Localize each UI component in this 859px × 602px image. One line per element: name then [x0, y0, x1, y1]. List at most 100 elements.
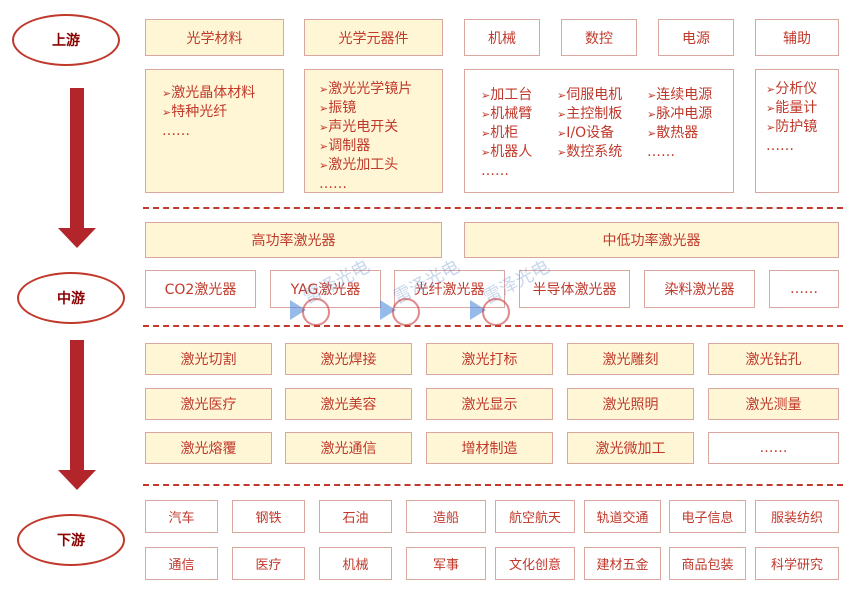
list-item: 机器人: [481, 143, 532, 162]
application-cell: 激光医疗: [145, 388, 272, 420]
laser-type-co2: CO2激光器: [145, 270, 256, 308]
laser-type-dye: 染料激光器: [644, 270, 755, 308]
application-label: 激光打标: [461, 352, 518, 368]
header-label: 数控: [585, 30, 613, 47]
laser-type-label: CO2激光器: [164, 282, 237, 298]
optical-components-list: 激光光学镜片 振镜 声光电开关 调制器 激光加工头 ……: [304, 69, 443, 193]
list-item: 连续电源: [647, 86, 712, 105]
list-more: ……: [481, 163, 509, 179]
power-class-label: 高功率激光器: [251, 233, 336, 249]
power-class-label: 中低功率激光器: [602, 233, 701, 249]
industry-label: 服装纺织: [770, 511, 823, 526]
application-cell: 激光测量: [708, 388, 839, 420]
list-item: I/O设备: [557, 124, 622, 143]
application-cell: ……: [708, 432, 839, 464]
laser-type-label: YAG激光器: [290, 282, 361, 298]
industry-cell: 轨道交通: [584, 500, 661, 533]
header-optical-components: 光学元器件: [304, 19, 443, 56]
application-label: 激光钻孔: [745, 352, 802, 368]
industry-cell: 军事: [406, 547, 486, 580]
list-more: ……: [162, 123, 190, 139]
industry-label: 文化创意: [508, 558, 561, 573]
list-item: 加工台: [481, 86, 532, 105]
industry-cell: 文化创意: [495, 547, 575, 580]
industry-cell: 钢铁: [232, 500, 305, 533]
power-column: 连续电源 脉冲电源 散热器 ……: [647, 86, 712, 161]
application-label: 激光显示: [461, 397, 518, 413]
mech-column: 加工台 机械臂 机柜 机器人 ……: [481, 86, 532, 180]
header-label: 光学元器件: [338, 30, 409, 47]
list-more: ……: [647, 144, 675, 160]
industry-label: 造船: [432, 511, 459, 526]
industry-cell: 造船: [406, 500, 486, 533]
application-cell: 激光打标: [426, 343, 553, 375]
divider: [143, 484, 843, 486]
header-power-supply: 电源: [658, 19, 734, 56]
list-item: 调制器: [319, 137, 442, 156]
industry-label: 石油: [342, 511, 369, 526]
list-item: 主控制板: [557, 105, 622, 124]
application-label: 激光美容: [320, 397, 377, 413]
high-power-laser: 高功率激光器: [145, 222, 442, 258]
auxiliary-list: 分析仪 能量计 防护镜 ……: [755, 69, 839, 193]
header-label: 辅助: [783, 30, 811, 47]
header-label: 光学材料: [186, 30, 243, 47]
industry-label: 机械: [342, 558, 369, 573]
application-cell: 激光美容: [285, 388, 412, 420]
application-cell: 激光通信: [285, 432, 412, 464]
application-cell: 激光雕刻: [567, 343, 694, 375]
watermark-logo-icon: [482, 298, 510, 326]
stage-midstream: 中游: [17, 272, 125, 324]
list-item: 特种光纤: [162, 103, 283, 122]
divider: [143, 207, 843, 209]
industry-label: 电子信息: [681, 511, 734, 526]
industry-label: 医疗: [255, 558, 282, 573]
industry-label: 建材五金: [596, 558, 649, 573]
header-optical-materials: 光学材料: [145, 19, 284, 56]
industry-cell: 商品包装: [669, 547, 746, 580]
application-cell: 增材制造: [426, 432, 553, 464]
application-label: 激光测量: [745, 397, 802, 413]
industry-label: 汽车: [168, 511, 195, 526]
industry-label: 通信: [168, 558, 195, 573]
application-label: 增材制造: [461, 441, 518, 457]
application-label: 激光切割: [180, 352, 237, 368]
list-item: 声光电开关: [319, 118, 442, 137]
list-item: 激光晶体材料: [162, 84, 283, 103]
list-item: 机械臂: [481, 105, 532, 124]
application-label: 激光焊接: [320, 352, 377, 368]
list-more: ……: [319, 176, 347, 192]
header-mechanical: 机械: [464, 19, 540, 56]
list-item: 分析仪: [766, 80, 838, 99]
application-cell: 激光钻孔: [708, 343, 839, 375]
list-item: 数控系统: [557, 143, 622, 162]
industry-label: 军事: [432, 558, 459, 573]
stage-downstream-label: 下游: [57, 533, 85, 549]
header-label: 电源: [682, 30, 710, 47]
industry-cell: 通信: [145, 547, 218, 580]
optical-materials-list: 激光晶体材料 特种光纤 ……: [145, 69, 284, 193]
industry-cell: 服装纺织: [755, 500, 839, 533]
laser-type-more: ……: [769, 270, 839, 308]
list-item: 激光光学镜片: [319, 80, 442, 99]
application-cell: 激光显示: [426, 388, 553, 420]
application-cell: 激光熔覆: [145, 432, 272, 464]
application-cell: 激光焊接: [285, 343, 412, 375]
industry-cell: 科学研究: [755, 547, 839, 580]
list-item: 散热器: [647, 124, 712, 143]
divider: [143, 325, 843, 327]
stage-downstream: 下游: [17, 514, 125, 566]
laser-type-semiconductor: 半导体激光器: [519, 270, 630, 308]
industry-cell: 石油: [319, 500, 392, 533]
industry-cell: 电子信息: [669, 500, 746, 533]
laser-type-label: ……: [790, 281, 818, 297]
watermark-logo-icon: [302, 298, 330, 326]
industry-cell: 汽车: [145, 500, 218, 533]
list-item: 振镜: [319, 99, 442, 118]
list-item: 防护镜: [766, 118, 838, 137]
industry-cell: 航空航天: [495, 500, 575, 533]
header-label: 机械: [488, 30, 516, 47]
list-item: 伺服电机: [557, 86, 622, 105]
industry-label: 商品包装: [681, 558, 734, 573]
watermark-logo-icon: [392, 298, 420, 326]
